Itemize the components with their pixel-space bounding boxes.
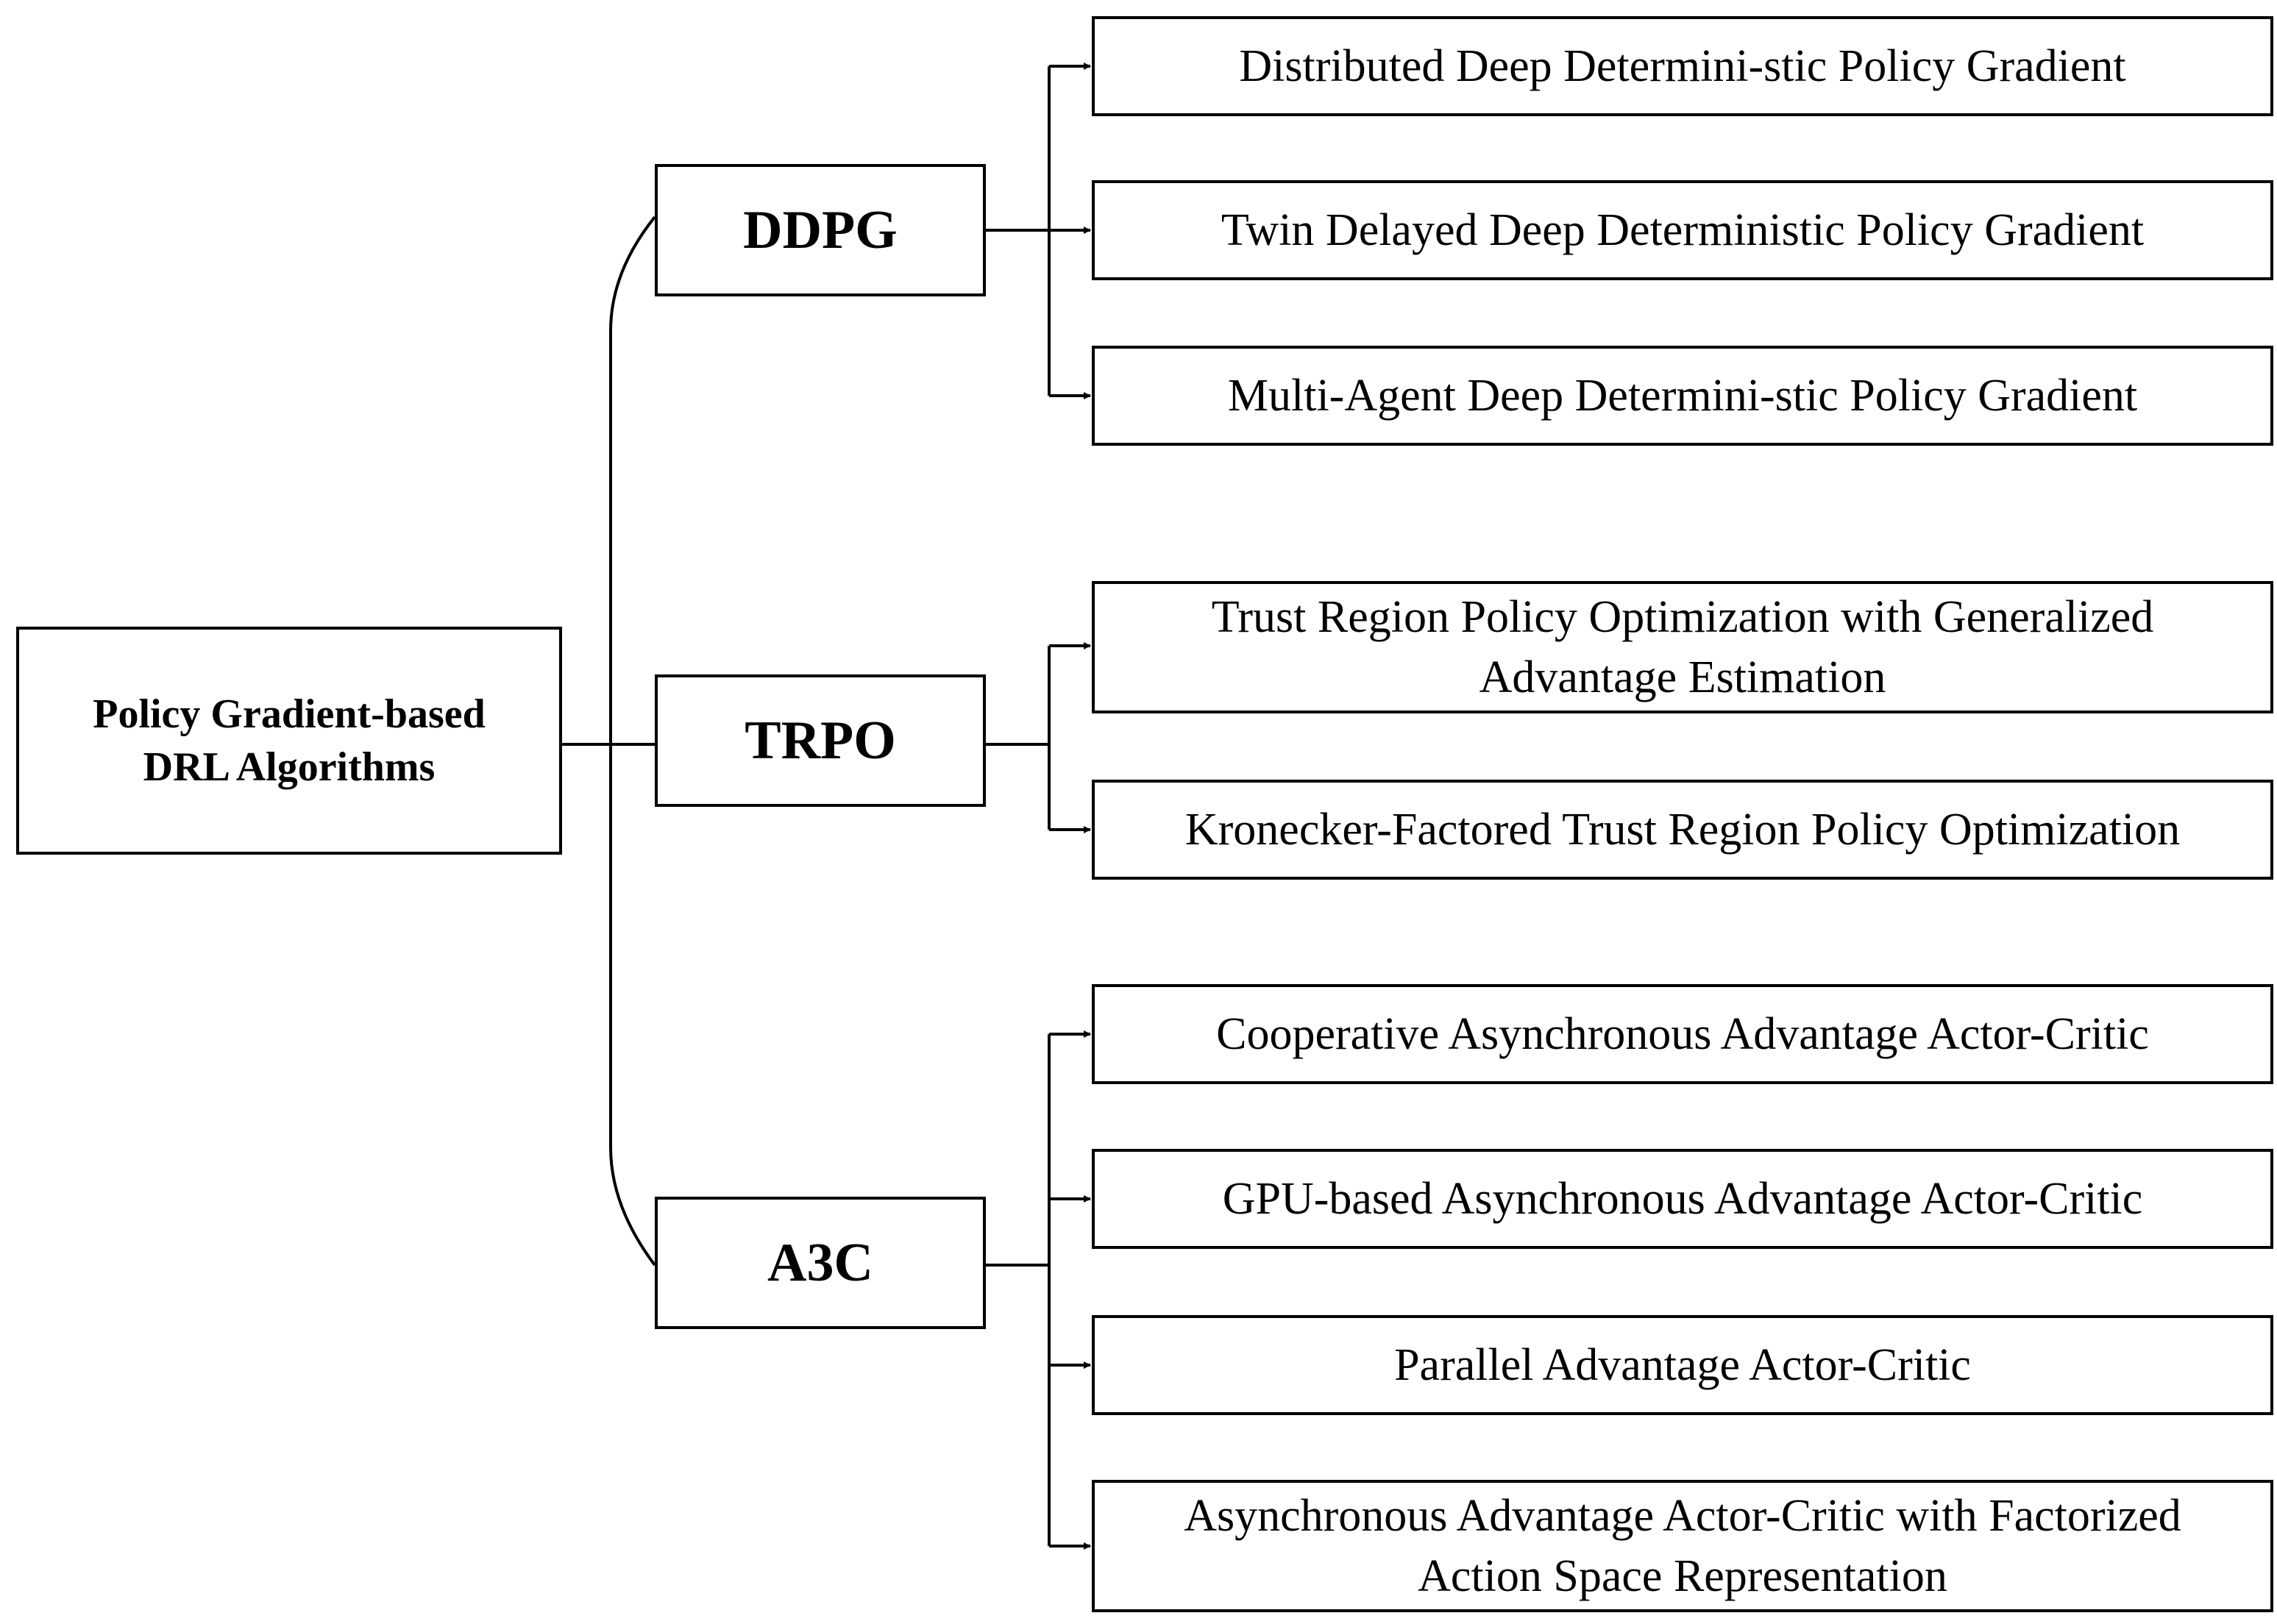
a3c-leaf-cooperative: Cooperative Asynchronous Advantage Actor…	[1092, 984, 2273, 1084]
ddpg-node: DDPG	[655, 164, 986, 296]
root-node: Policy Gradient-based DRL Algorithms	[16, 627, 562, 855]
leaf-label: Multi-Agent Deep Determini-stic Policy G…	[1227, 371, 2138, 421]
leaf-label: Kronecker-Factored Trust Region Policy O…	[1184, 805, 2181, 855]
leaf-label-line-1: Asynchronous Advantage Actor-Critic with…	[1184, 1491, 2181, 1541]
leaf-label-line-1: Trust Region Policy Optimization with Ge…	[1211, 592, 2154, 642]
leaf-label: GPU-based Asynchronous Advantage Actor-C…	[1222, 1174, 2143, 1224]
trpo-label: TRPO	[745, 710, 896, 771]
a3c-leaf-parallel: Parallel Advantage Actor-Critic	[1092, 1315, 2273, 1415]
leaf-label-line-2: Action Space Representation	[1418, 1551, 1947, 1601]
leaf-label: Distributed Deep Determini-stic Policy G…	[1239, 41, 2126, 91]
leaf-label: Twin Delayed Deep Deterministic Policy G…	[1221, 205, 2145, 255]
trpo-node: TRPO	[655, 674, 986, 807]
a3c-node: A3C	[655, 1197, 986, 1329]
root-label-line-1: Policy Gradient-based	[93, 691, 486, 737]
a3c-leaf-factorized: Asynchronous Advantage Actor-Critic with…	[1092, 1480, 2273, 1612]
root-label-line-2: DRL Algorithms	[143, 744, 436, 790]
leaf-label-line-2: Advantage Estimation	[1479, 652, 1886, 702]
trpo-leaf-kronecker: Kronecker-Factored Trust Region Policy O…	[1092, 780, 2273, 880]
ddpg-leaf-distributed: Distributed Deep Determini-stic Policy G…	[1092, 16, 2273, 116]
a3c-label: A3C	[767, 1232, 873, 1293]
leaf-label: Cooperative Asynchronous Advantage Actor…	[1216, 1009, 2149, 1059]
leaf-label: Parallel Advantage Actor-Critic	[1394, 1340, 1971, 1390]
trunk-line	[609, 216, 656, 1267]
ddpg-leaf-multi-agent: Multi-Agent Deep Determini-stic Policy G…	[1092, 346, 2273, 446]
a3c-leaf-gpu: GPU-based Asynchronous Advantage Actor-C…	[1092, 1149, 2273, 1249]
ddpg-leaf-twin-delayed: Twin Delayed Deep Deterministic Policy G…	[1092, 180, 2273, 280]
ddpg-label: DDPG	[743, 199, 898, 260]
trpo-leaf-gae: Trust Region Policy Optimization with Ge…	[1092, 581, 2273, 713]
